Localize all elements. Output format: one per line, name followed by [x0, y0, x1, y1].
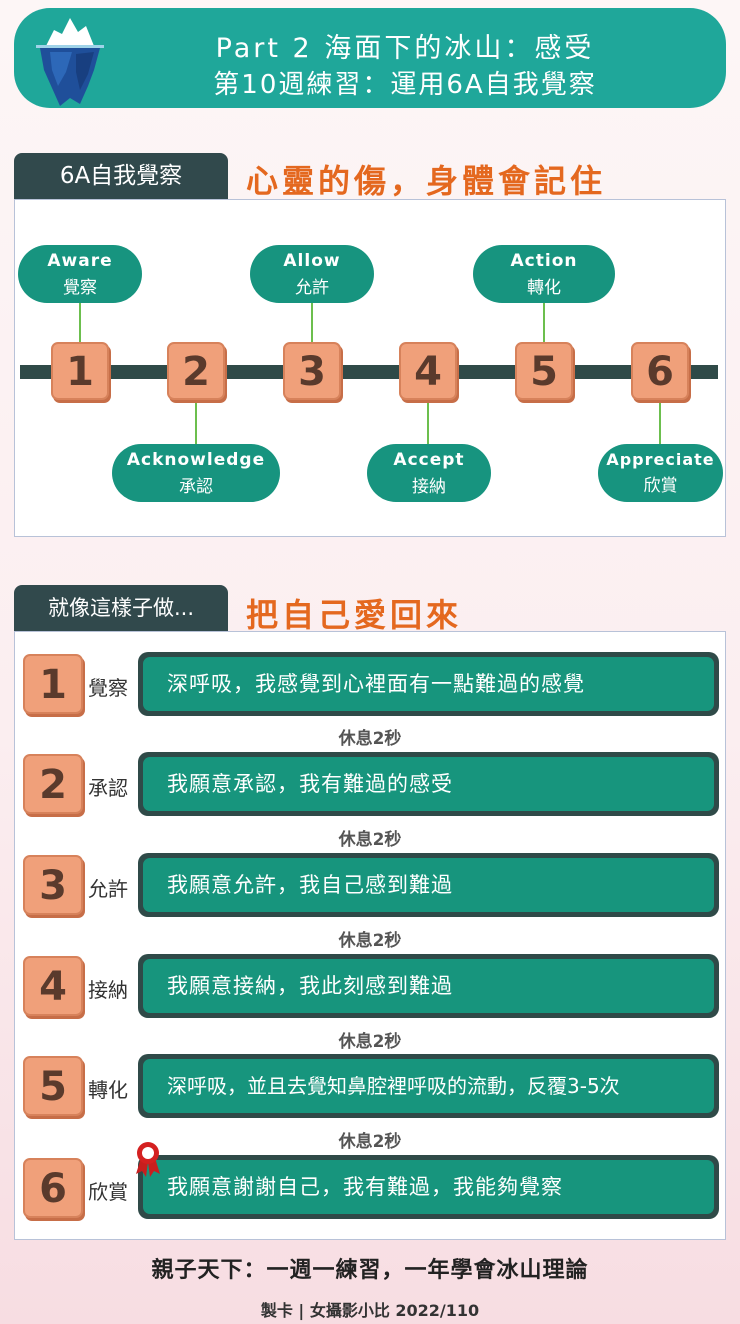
step-number-4: 4: [23, 956, 83, 1016]
rest-label-2: 休息2秒: [338, 830, 402, 850]
pill-appreciate-zh: 欣賞: [643, 476, 678, 496]
pill-appreciate-en: Appreciate: [606, 450, 715, 469]
connector-5: [543, 302, 545, 344]
step-text-4: 我願意接納，我此刻感到難過: [143, 959, 714, 1013]
step-text-6: 我願意謝謝自己，我有難過，我能夠覺察: [143, 1160, 714, 1214]
award-ribbon-icon: [136, 1142, 160, 1177]
timeline-number-5: 5: [515, 342, 573, 400]
pill-aware: Aware 覺察: [18, 245, 142, 303]
step-text-box-4: 我願意接納，我此刻感到難過: [138, 954, 719, 1018]
section-tab-how: 就像這樣子做...: [14, 585, 228, 631]
connector-6: [659, 403, 661, 445]
timeline-number-2: 2: [167, 342, 225, 400]
pill-action: Action 轉化: [473, 245, 615, 303]
rest-label-4: 休息2秒: [338, 1032, 402, 1052]
rest-label-3: 休息2秒: [338, 931, 402, 951]
step-text-1: 深呼吸，我感覺到心裡面有一點難過的感覺: [143, 657, 714, 711]
step-text-box-6: 我願意謝謝自己，我有難過，我能夠覺察: [138, 1155, 719, 1219]
pill-accept-en: Accept: [393, 450, 465, 470]
timeline-number-3: 3: [283, 342, 341, 400]
footer-credit: 製卡 | 女攝影小比 2022/110: [260, 1301, 480, 1320]
step-number-3: 3: [23, 855, 83, 915]
step-label-3: 允許: [88, 877, 128, 901]
step-label-4: 接納: [88, 978, 128, 1002]
pill-allow-zh: 允許: [295, 278, 329, 298]
rest-label-1: 休息2秒: [338, 729, 402, 749]
pill-aware-zh: 覺察: [63, 278, 97, 298]
timeline-number-4: 4: [399, 342, 457, 400]
timeline-number-6: 6: [631, 342, 689, 400]
step-text-box-5: 深呼吸，並且去覺知鼻腔裡呼吸的流動，反覆3-5次: [138, 1054, 719, 1118]
pill-action-en: Action: [510, 251, 578, 271]
header-subtitle: 第10週練習：運用6A自我覺察: [213, 70, 597, 100]
step-label-5: 轉化: [88, 1078, 128, 1102]
timeline-bar: [20, 365, 718, 379]
connector-3: [311, 302, 313, 344]
pill-action-zh: 轉化: [527, 278, 561, 298]
pill-accept-zh: 接納: [412, 477, 446, 497]
step-number-5: 5: [23, 1056, 83, 1116]
timeline-number-1: 1: [51, 342, 109, 400]
pill-acknowledge: Acknowledge 承認: [112, 444, 280, 502]
pill-accept: Accept 接納: [367, 444, 491, 502]
step-text-2: 我願意承認，我有難過的感受: [143, 757, 714, 811]
header-title: Part 2 海面下的冰山：感受: [215, 33, 595, 64]
connector-4: [427, 403, 429, 445]
step-text-box-2: 我願意承認，我有難過的感受: [138, 752, 719, 816]
step-label-6: 欣賞: [88, 1180, 128, 1204]
step-label-2: 承認: [88, 776, 128, 800]
step-label-1: 覺察: [88, 676, 128, 700]
iceberg-icon: [36, 18, 104, 106]
section-tab-6a: 6A自我覺察: [14, 153, 228, 199]
section-title-love: 把自己愛回來: [246, 596, 463, 634]
steps-panel: [14, 631, 726, 1240]
pill-allow: Allow 允許: [250, 245, 374, 303]
pill-aware-en: Aware: [47, 251, 113, 271]
header-banner: Part 2 海面下的冰山：感受 第10週練習：運用6A自我覺察: [14, 8, 726, 108]
step-number-2: 2: [23, 754, 83, 814]
connector-2: [195, 403, 197, 445]
footer-title: 親子天下：一週一練習，一年學會冰山理論: [151, 1258, 589, 1283]
step-number-6: 6: [23, 1158, 83, 1218]
step-number-1: 1: [23, 654, 83, 714]
step-text-5: 深呼吸，並且去覺知鼻腔裡呼吸的流動，反覆3-5次: [143, 1059, 714, 1113]
section-title-6a: 心靈的傷，身體會記住: [246, 162, 607, 200]
pill-allow-en: Allow: [283, 251, 341, 271]
pill-appreciate: Appreciate 欣賞: [598, 444, 723, 502]
step-text-box-1: 深呼吸，我感覺到心裡面有一點難過的感覺: [138, 652, 719, 716]
connector-1: [79, 302, 81, 344]
pill-acknowledge-zh: 承認: [179, 477, 213, 497]
step-text-3: 我願意允許，我自己感到難過: [143, 858, 714, 912]
rest-label-5: 休息2秒: [338, 1132, 402, 1152]
pill-acknowledge-en: Acknowledge: [126, 450, 266, 470]
step-text-box-3: 我願意允許，我自己感到難過: [138, 853, 719, 917]
